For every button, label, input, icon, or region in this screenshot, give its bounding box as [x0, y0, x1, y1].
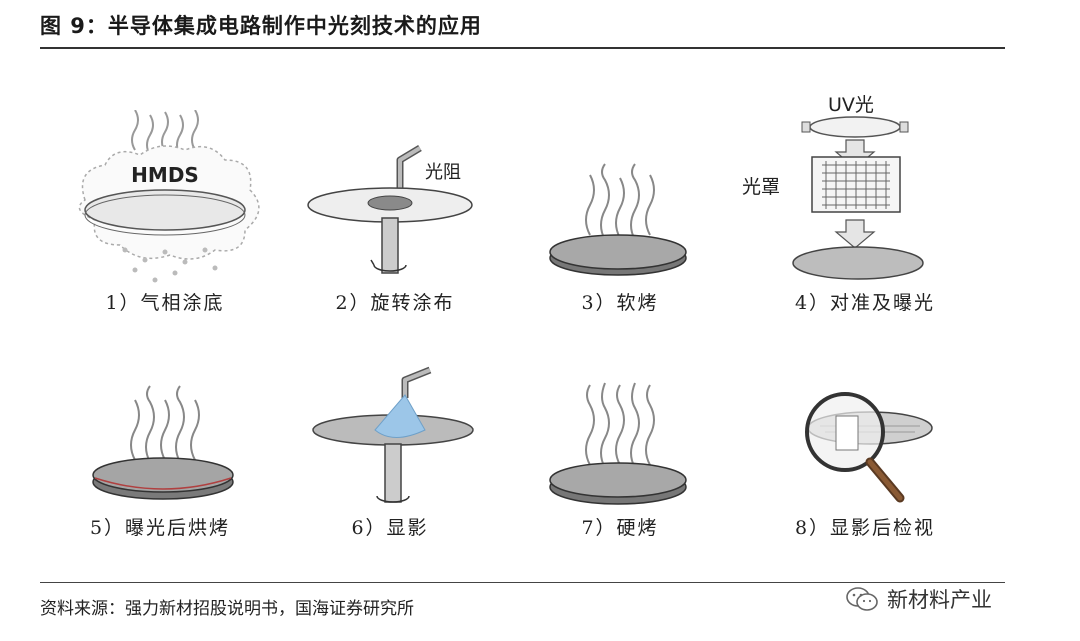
- step-caption: 2）旋转涂布: [335, 292, 455, 314]
- step-caption: 7）硬烤: [581, 517, 659, 539]
- develop-icon: [312, 366, 474, 503]
- inspection-icon: [805, 392, 933, 503]
- watermark-text: 新材料产业: [887, 588, 992, 612]
- soft-bake-icon: [549, 163, 687, 276]
- step-caption: 3）软烤: [581, 292, 659, 314]
- align-expose-icon: UV光 光罩: [742, 94, 924, 280]
- source-note: 资料来源：强力新材招股说明书，国海证券研究所: [40, 599, 414, 619]
- step-caption: 6）显影: [351, 517, 429, 539]
- hmds-label: HMDS: [131, 163, 199, 187]
- wechat-icon: [846, 587, 878, 611]
- uv-light-label: UV光: [828, 94, 874, 116]
- step-develop: 6）显影: [265, 350, 515, 580]
- post-exposure-bake-icon: [92, 385, 234, 500]
- step-caption: 1）气相涂底: [105, 292, 225, 314]
- photoresist-label: 光阻: [425, 162, 461, 183]
- top-divider: [40, 47, 1005, 49]
- figure-title: 图 9：半导体集成电路制作中光刻技术的应用: [40, 14, 482, 38]
- step-hard-bake: 7）硬烤: [495, 350, 745, 580]
- bottom-divider: [40, 582, 1005, 583]
- step-spin-coat: 光阻 2）旋转涂布: [270, 110, 520, 340]
- step-vapor-prime: HMDS 1）气相涂底: [40, 110, 290, 340]
- step-inspection: 8）显影后检视: [740, 350, 990, 580]
- step-post-exposure-bake: 5）曝光后烘烤: [35, 350, 285, 580]
- spin-coat-icon: 光阻: [307, 144, 473, 274]
- step-caption: 8）显影后检视: [794, 517, 936, 539]
- vapor-prime-icon: HMDS: [78, 110, 260, 283]
- step-soft-bake: 3）软烤: [495, 110, 745, 340]
- step-align-expose: UV光 光罩 4）对准及曝光: [740, 85, 990, 315]
- step-caption: 4）对准及曝光: [794, 292, 936, 314]
- hard-bake-icon: [549, 382, 687, 505]
- photomask-label: 光罩: [742, 176, 780, 198]
- step-caption: 5）曝光后烘烤: [89, 517, 231, 539]
- watermark: 新材料产业: [845, 582, 992, 616]
